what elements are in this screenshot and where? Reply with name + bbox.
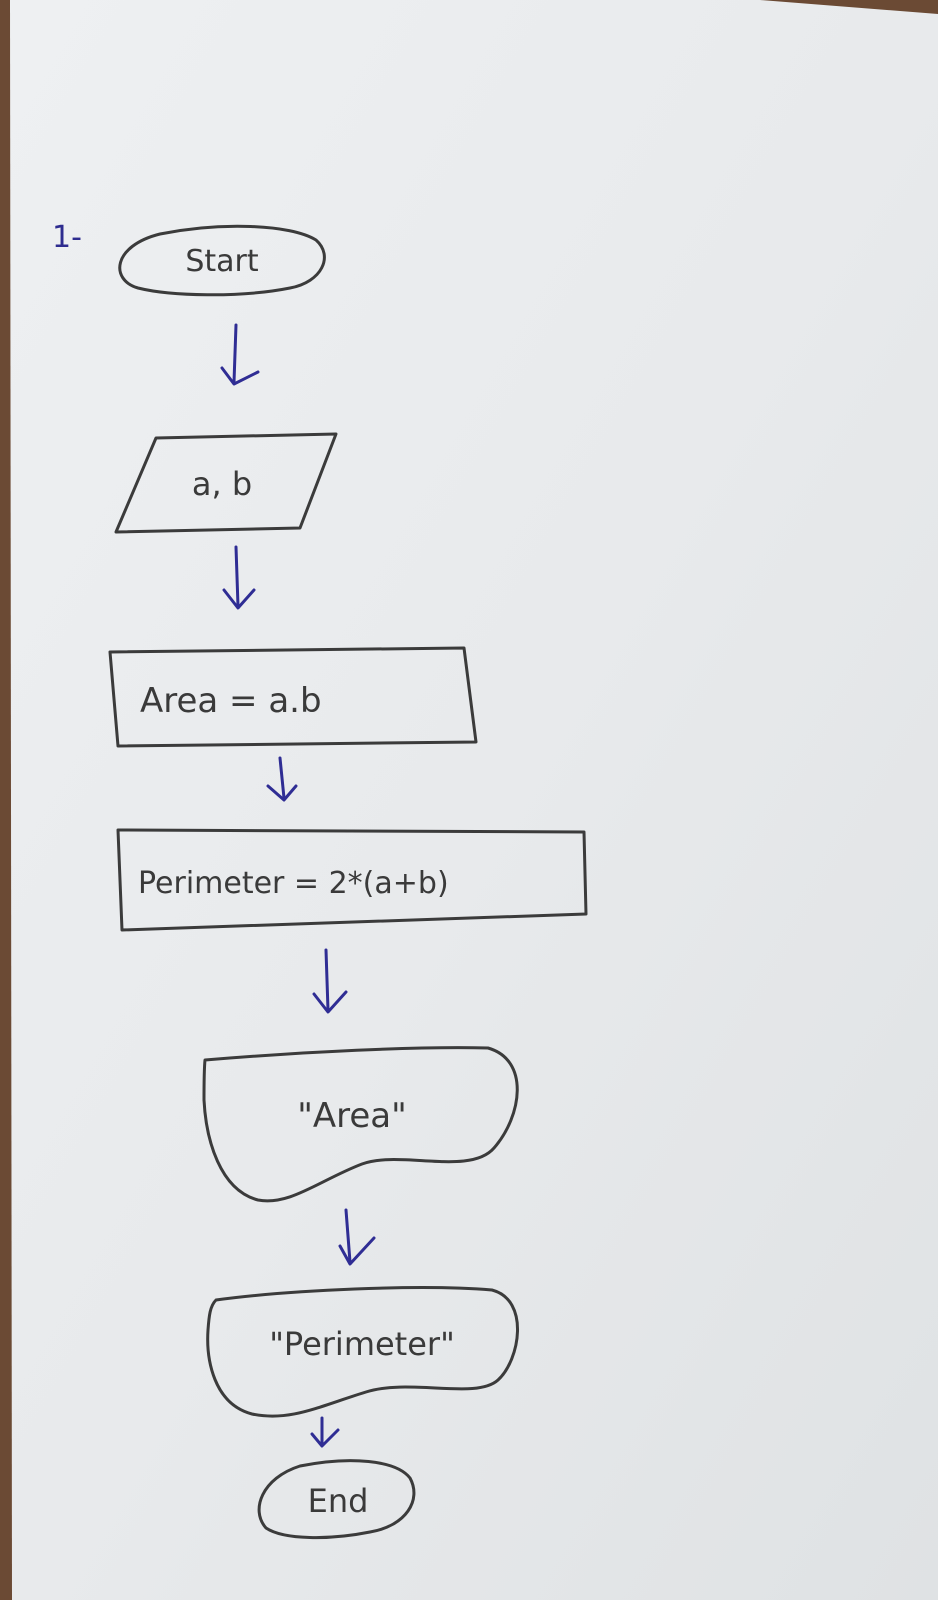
node-output-area: "Area" [202, 1046, 519, 1203]
input-parallelogram-shape [114, 432, 338, 534]
arrow-output-area-to-output-perimeter [338, 1208, 376, 1266]
area-calc-label: Area = a.b [140, 681, 322, 721]
node-input: a, b [114, 432, 338, 534]
arrow-input-to-area [222, 545, 256, 610]
perimeter-calc-label: Perimeter = 2*(a+b) [138, 866, 449, 901]
arrow-area-to-perimeter [266, 756, 298, 802]
paper-sheet [10, 0, 938, 1600]
end-terminator-shape [257, 1459, 416, 1540]
perimeter-process-shape [116, 828, 588, 932]
input-label: a, b [192, 465, 252, 503]
start-terminator-shape [118, 224, 326, 297]
arrow-perimeter-to-output-area [312, 948, 348, 1014]
area-process-shape [108, 646, 478, 748]
node-perimeter-calc: Perimeter = 2*(a+b) [116, 828, 588, 932]
output-perimeter-label: "Perimeter" [269, 1325, 455, 1363]
output-area-display-shape [202, 1046, 519, 1203]
end-label: End [308, 1482, 369, 1520]
node-area-calc: Area = a.b [108, 646, 478, 748]
arrow-output-perimeter-to-end [310, 1416, 340, 1448]
start-label: Start [185, 244, 259, 279]
node-output-perimeter: "Perimeter" [206, 1286, 519, 1418]
output-area-label: "Area" [297, 1096, 407, 1136]
node-start: Start [118, 224, 326, 297]
arrow-start-to-input [220, 323, 260, 386]
node-end: End [257, 1459, 416, 1540]
output-perimeter-display-shape [206, 1286, 519, 1418]
step-number: 1- [52, 220, 82, 255]
